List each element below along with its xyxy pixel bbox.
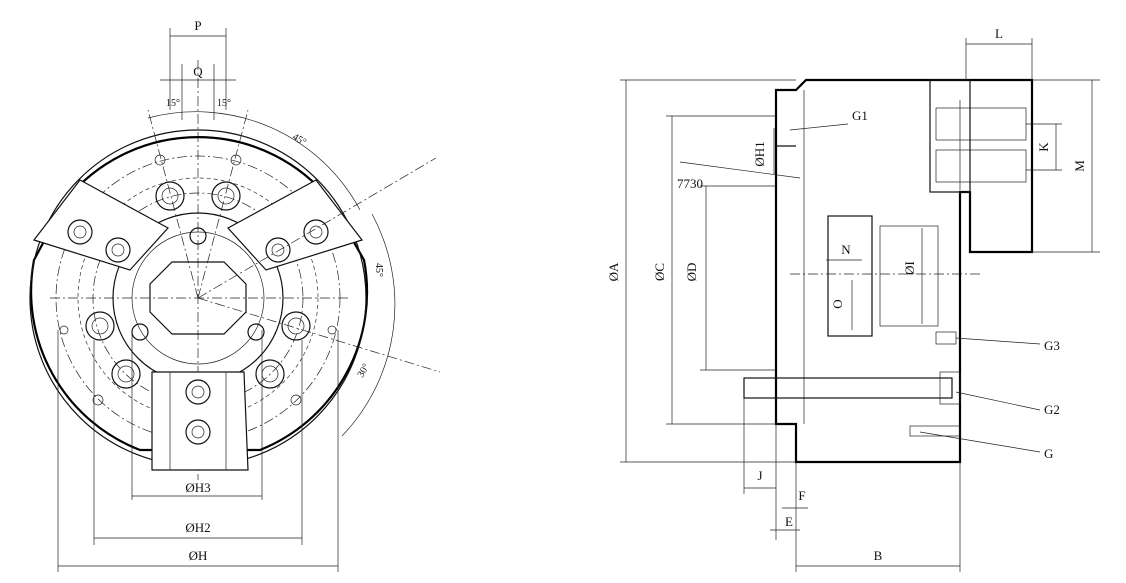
small-hole — [290, 394, 302, 406]
jaw-upper-left — [33, 179, 169, 271]
g-leader — [919, 431, 1041, 453]
mount-hole — [85, 311, 115, 341]
label-o: O — [830, 299, 845, 308]
hidden-circle — [77, 177, 319, 419]
jaw-bolt-hex — [111, 243, 125, 257]
label-k: K — [1036, 142, 1051, 152]
label-g: G — [1044, 446, 1053, 461]
small-hole — [92, 394, 104, 406]
jaw-bolt — [185, 379, 211, 405]
front-view: P Q 15° 15° 45° 45° 30° ØH3 ØH2 ØH — [29, 18, 441, 572]
jaw-bolt — [303, 219, 329, 245]
small-hole — [327, 325, 337, 335]
bottom-bolt — [743, 377, 953, 399]
mount-hole-inner — [161, 187, 179, 205]
jaw-bolt-hex — [191, 425, 205, 439]
label-7730: 7730 — [677, 176, 703, 191]
g-bolt — [909, 425, 961, 437]
jaw-bolt — [185, 419, 211, 445]
angle-line-right — [197, 109, 249, 299]
label-angle-15-right: 15° — [217, 98, 231, 109]
inner-bore-cavity — [879, 225, 939, 327]
label-l: L — [995, 26, 1003, 41]
label-dia-h2: ØH2 — [185, 520, 210, 535]
label-dia-d: ØD — [684, 263, 699, 282]
mount-hole — [111, 359, 141, 389]
center-bolt — [131, 323, 149, 341]
label-dia-h1: ØH1 — [752, 141, 767, 166]
label-dia-c: ØC — [652, 263, 667, 281]
label-b: B — [874, 548, 883, 563]
jaw-block — [929, 79, 971, 193]
label-dia-i: ØI — [902, 261, 917, 275]
center-bolt — [247, 323, 265, 341]
label-dia-a: ØA — [606, 262, 621, 281]
jaw-bolt — [105, 237, 131, 263]
label-f: F — [798, 488, 805, 503]
label-g1: G1 — [852, 108, 868, 123]
small-hole — [59, 325, 69, 335]
side-view: G1 ØH1 7730 ØA ØC ØD N ØI O L M — [606, 26, 1100, 572]
center-bore-octagon — [149, 261, 247, 335]
jaw-bolt-lower — [935, 149, 1027, 183]
label-dia-h: ØH — [189, 548, 208, 563]
g3-leader — [955, 337, 1041, 345]
jaw-bottom — [151, 371, 249, 471]
mount-hole — [281, 311, 311, 341]
bore-circle — [131, 231, 265, 365]
jaw-bolt-hex — [191, 385, 205, 399]
mount-hole — [255, 359, 285, 389]
chuck-body-outline — [29, 136, 369, 452]
mount-hole — [155, 181, 185, 211]
label-angle-15-left: 15° — [166, 98, 180, 109]
angle-line-left — [147, 109, 199, 299]
jaw-bolt-hex — [271, 243, 285, 257]
mount-hole — [211, 181, 241, 211]
label-e: E — [785, 514, 793, 529]
bolt-head — [939, 371, 961, 405]
label-n: N — [841, 242, 851, 257]
jaw-bolt-upper — [935, 107, 1027, 141]
mount-hole-inner — [117, 365, 135, 383]
label-angle-45-top: 45° — [290, 132, 308, 149]
label-g2: G2 — [1044, 402, 1060, 417]
mount-hole-inner — [287, 317, 305, 335]
jaw-bolt — [265, 237, 291, 263]
inner-bore-piece — [827, 215, 873, 337]
label-g3: G3 — [1044, 338, 1060, 353]
angle-line-45 — [197, 157, 437, 299]
center-bolt — [189, 227, 207, 245]
jaw-bolt — [67, 219, 93, 245]
label-p: P — [194, 18, 201, 33]
label-angle-30: 30° — [356, 362, 373, 380]
jaw-bolt-hex — [73, 225, 87, 239]
angle-line-30 — [197, 297, 441, 373]
g3-screw — [935, 331, 957, 345]
angle-arc-right — [341, 213, 396, 437]
mount-hole-inner — [91, 317, 109, 335]
g1-leader — [789, 123, 849, 131]
angle-arc-top — [147, 111, 361, 211]
label-j: J — [757, 468, 762, 483]
g2-leader — [955, 391, 1041, 411]
rad-leader — [679, 161, 801, 179]
jaw-upper-right — [227, 179, 363, 271]
mount-hole-inner — [217, 187, 235, 205]
label-q: Q — [193, 64, 203, 79]
label-dia-h3: ØH3 — [185, 480, 210, 495]
label-m: M — [1072, 160, 1087, 172]
label-angle-45-right: 45° — [373, 263, 384, 277]
